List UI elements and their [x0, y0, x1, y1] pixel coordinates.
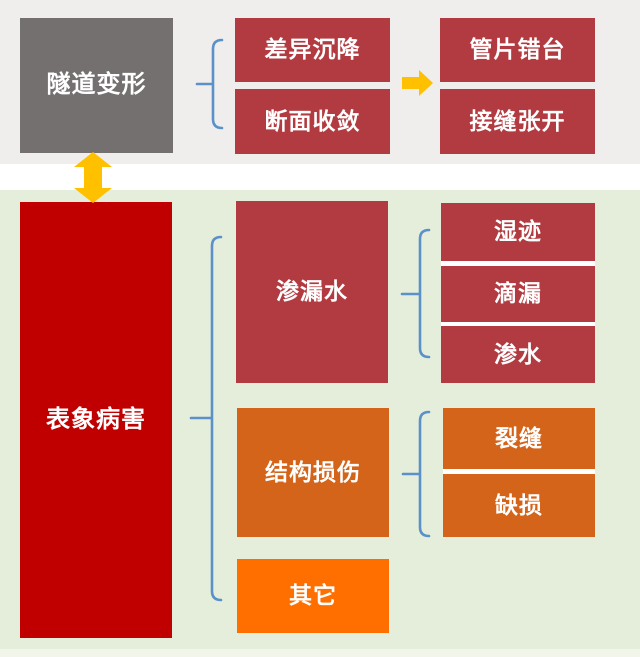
node-section-convergence: 断面收敛: [235, 89, 390, 154]
brace-leakage-children-icon: [400, 228, 431, 359]
brace-surface-children-icon: [189, 235, 223, 602]
node-structural-damage: 结构损伤: [237, 408, 389, 537]
node-defect-loss: 缺损: [443, 474, 595, 537]
node-crack: 裂缝: [443, 408, 595, 469]
node-seepage: 渗水: [441, 326, 595, 383]
node-water-leakage: 渗漏水: [236, 201, 388, 383]
node-differential-settlement: 差异沉降: [235, 18, 390, 82]
node-tunnel-deformation: 隧道变形: [20, 18, 173, 153]
brace-damage-children-icon: [401, 410, 431, 538]
node-segment-dislocation: 管片错台: [440, 18, 595, 82]
damage-types-column: 裂缝 缺损: [443, 408, 595, 537]
bottom-edge-strip: [0, 649, 640, 657]
leakage-types-column: 湿迹 滴漏 渗水: [441, 203, 595, 383]
node-wet-mark: 湿迹: [441, 203, 595, 261]
node-joint-opening: 接缝张开: [440, 89, 595, 154]
node-other: 其它: [237, 559, 389, 633]
node-dripping: 滴漏: [441, 265, 595, 322]
section-divider-band: [0, 164, 640, 190]
node-surface-defects: 表象病害: [20, 202, 172, 638]
